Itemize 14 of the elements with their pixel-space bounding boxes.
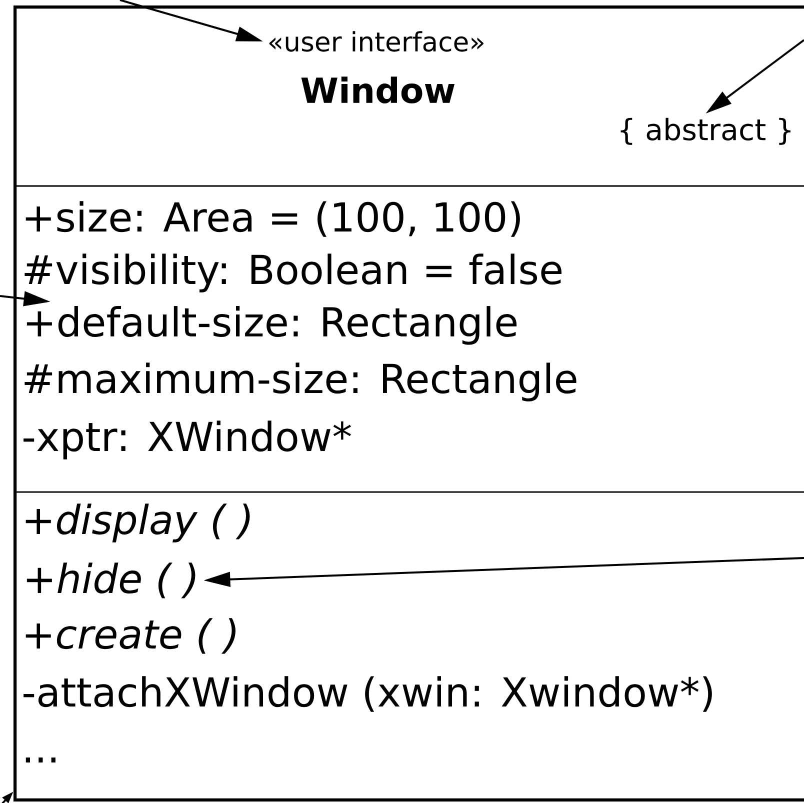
operation-text: +display ( )	[26, 504, 250, 542]
ellipsis-text: ...	[26, 758, 56, 762]
attribute-text: -xptr: XWindow*	[24, 420, 351, 460]
attribute-text: +default-size: Rectangle	[26, 306, 517, 345]
attribute-text: +size: Area = (100, 100)	[26, 201, 520, 237]
class-name: Window	[301, 76, 455, 104]
stereotype-text: «user interface»	[269, 31, 484, 52]
attribute-text: #maximum-size: Rectangle	[24, 362, 576, 402]
attribute-text: #visibility: Boolean = false	[24, 254, 562, 292]
operation-text: +create ( )	[26, 618, 236, 654]
class-box	[13, 5, 804, 802]
operation-text: -attachXWindow (xwin: Xwindow*)	[24, 676, 712, 712]
constraint-text: { abstract }	[620, 118, 790, 145]
operation-text: +hide ( )	[26, 562, 196, 598]
